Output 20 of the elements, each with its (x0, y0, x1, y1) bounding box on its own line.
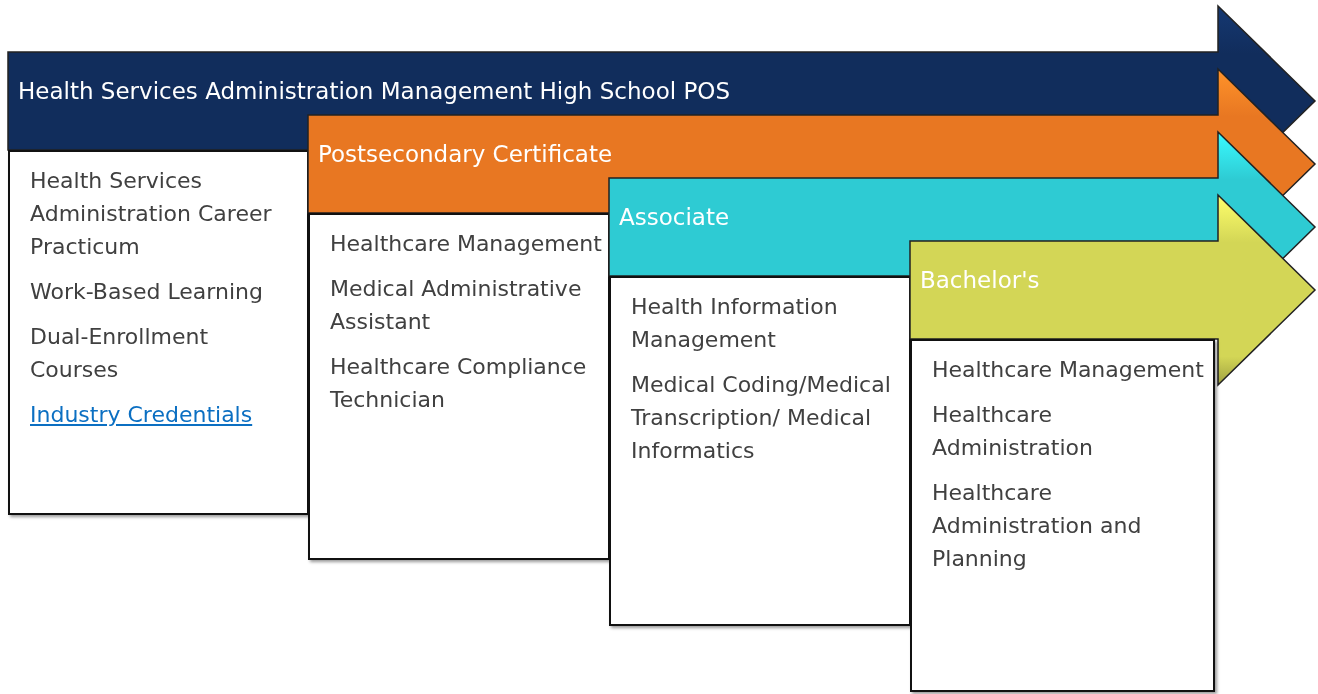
course-item: Healthcare Management (330, 230, 602, 258)
course-item: Healthcare Administration and Planning (932, 479, 1143, 573)
course-list-panel (609, 276, 911, 626)
stage-title: Bachelor's (920, 266, 1040, 295)
stage-title: Health Services Administration Management High School POS (18, 77, 730, 106)
course-list-panel (8, 150, 309, 515)
course-item: Healthcare Management (932, 356, 1204, 384)
stage-title: Postsecondary Certificate (318, 140, 613, 169)
credential-link: Industry Credentials (30, 401, 253, 429)
course-list-panel (308, 213, 610, 560)
course-item: Health Services Administration Career Practicum (30, 167, 273, 261)
course-item: Medical Coding/Medical Transcription/ Medical Informatics (631, 371, 892, 465)
course-item: Health Information Management (631, 293, 839, 354)
course-item: Healthcare Compliance Technician (330, 353, 588, 414)
course-list-panel (910, 339, 1215, 692)
course-item: Dual-Enrollment Courses (30, 323, 210, 384)
stage-title: Associate (619, 203, 730, 232)
course-item: Work-Based Learning (30, 278, 263, 306)
course-item: Medical Administrative Assistant (330, 275, 583, 336)
course-item: Healthcare Administration (932, 401, 1094, 462)
